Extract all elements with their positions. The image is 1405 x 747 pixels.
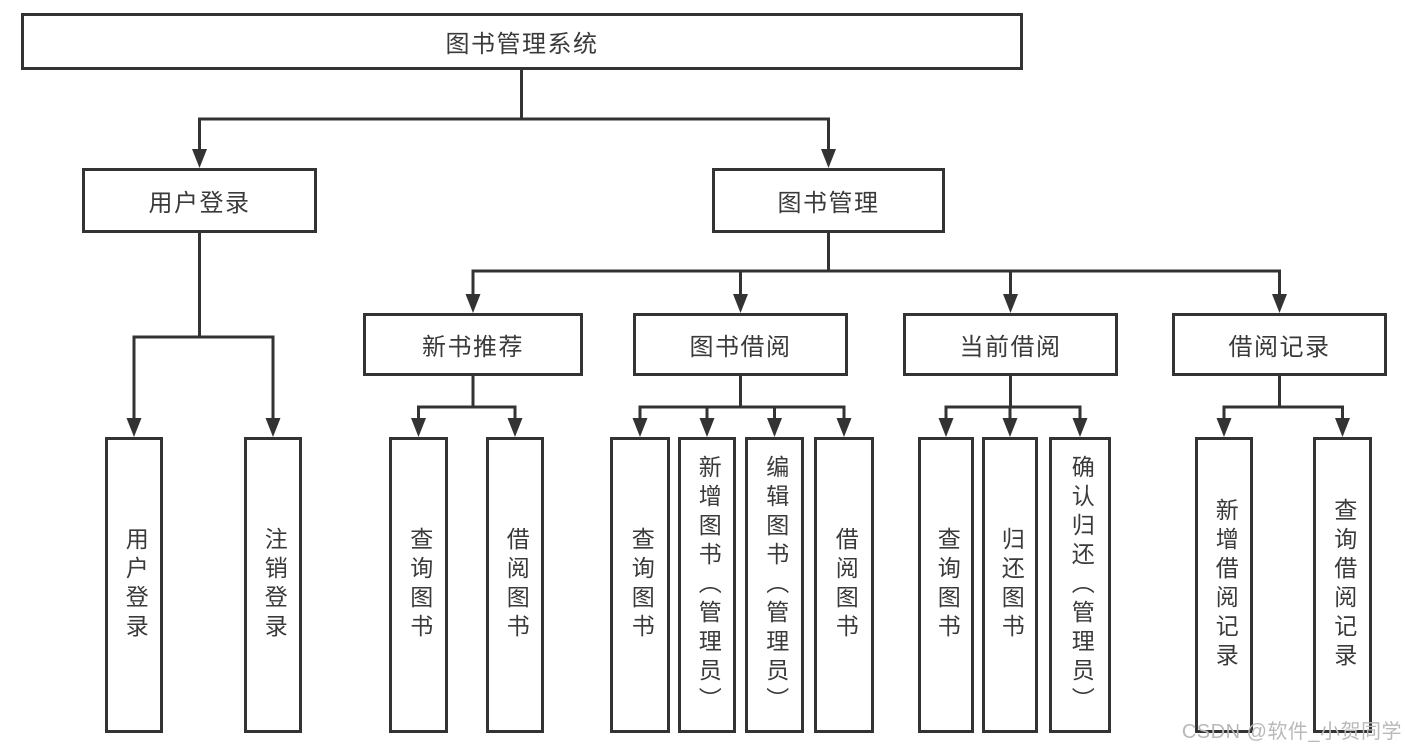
arrow-down-icon (265, 418, 281, 437)
leaf-br-query-record-label: 查询借阅记录 (1330, 498, 1356, 672)
node-current-borrowing-label: 当前借阅 (959, 334, 1062, 361)
leaf-br-query-record: 查询借阅记录 (1313, 437, 1372, 733)
leaf-br-add-record: 新增借阅记录 (1195, 437, 1253, 733)
leaf-cb-return-books-label: 归还图书 (998, 527, 1024, 643)
arrow-down-icon (411, 418, 426, 437)
leaf-cb-confirm-return-admin: 确认归还（管理员） (1049, 437, 1111, 733)
node-borrowing-records-label: 借阅记录 (1228, 334, 1331, 361)
node-user-login-label: 用户登录 (148, 190, 251, 217)
leaf-bb-edit-books-admin-label: 编辑图书（管理员） (762, 454, 788, 716)
leaf-logout: 注销登录 (244, 437, 302, 733)
arrow-down-icon (1003, 294, 1018, 313)
leaf-user-login-label: 用户登录 (122, 527, 148, 643)
node-borrowing-records: 借阅记录 (1172, 313, 1387, 376)
leaf-nb-query-books: 查询图书 (389, 437, 448, 733)
leaf-bb-add-books-admin-label: 新增图书（管理员） (695, 454, 721, 716)
csdn-watermark: CSDN @软件_小贺同学 (1181, 721, 1402, 743)
leaf-logout-label: 注销登录 (261, 527, 287, 643)
arrow-down-icon (836, 418, 852, 437)
leaf-cb-query-books: 查询图书 (918, 437, 974, 733)
arrow-down-icon (1335, 418, 1350, 437)
leaf-bb-edit-books-admin: 编辑图书（管理员） (745, 437, 804, 733)
arrow-down-icon (1072, 418, 1088, 437)
leaf-br-add-record-label: 新增借阅记录 (1212, 498, 1238, 672)
leaf-nb-borrow-books: 借阅图书 (486, 437, 544, 733)
leaf-cb-return-books: 归还图书 (982, 437, 1038, 733)
arrow-down-icon (192, 149, 207, 168)
arrow-down-icon (699, 418, 715, 437)
leaf-bb-add-books-admin: 新增图书（管理员） (678, 437, 736, 733)
leaf-nb-query-books-label: 查询图书 (406, 527, 432, 643)
node-new-book-recommend: 新书推荐 (363, 313, 583, 376)
node-root: 图书管理系统 (21, 13, 1023, 70)
leaf-bb-borrow-books: 借阅图书 (814, 437, 874, 733)
node-book-management: 图书管理 (712, 168, 945, 233)
arrow-down-icon (507, 418, 523, 437)
arrow-down-icon (465, 294, 481, 313)
leaf-bb-query-books-label: 查询图书 (628, 527, 654, 643)
node-book-borrowing: 图书借阅 (633, 313, 848, 376)
arrow-down-icon (1216, 418, 1232, 437)
arrow-down-icon (733, 294, 748, 313)
arrow-down-icon (938, 418, 954, 437)
node-root-label: 图书管理系统 (445, 31, 599, 58)
leaf-cb-confirm-return-admin-label: 确认归还（管理员） (1068, 454, 1094, 716)
arrow-down-icon (821, 149, 836, 168)
arrow-down-icon (1002, 418, 1018, 437)
leaf-bb-query-books: 查询图书 (610, 437, 670, 733)
arrowheads (126, 149, 1350, 437)
node-user-login: 用户登录 (82, 168, 317, 233)
leaf-nb-borrow-books-label: 借阅图书 (503, 527, 529, 643)
leaf-cb-query-books-label: 查询图书 (934, 527, 960, 643)
node-new-book-recommend-label: 新书推荐 (422, 334, 524, 361)
leaf-bb-borrow-books-label: 借阅图书 (832, 527, 858, 643)
arrow-down-icon (126, 418, 142, 437)
leaf-user-login: 用户登录 (105, 437, 163, 733)
node-book-borrowing-label: 图书借阅 (689, 334, 792, 361)
node-current-borrowing: 当前借阅 (903, 313, 1118, 376)
arrow-down-icon (767, 418, 782, 437)
arrow-down-icon (632, 418, 648, 437)
tree-connector-path (132, 70, 1344, 420)
arrow-down-icon (1272, 294, 1287, 313)
node-book-management-label: 图书管理 (777, 190, 880, 217)
